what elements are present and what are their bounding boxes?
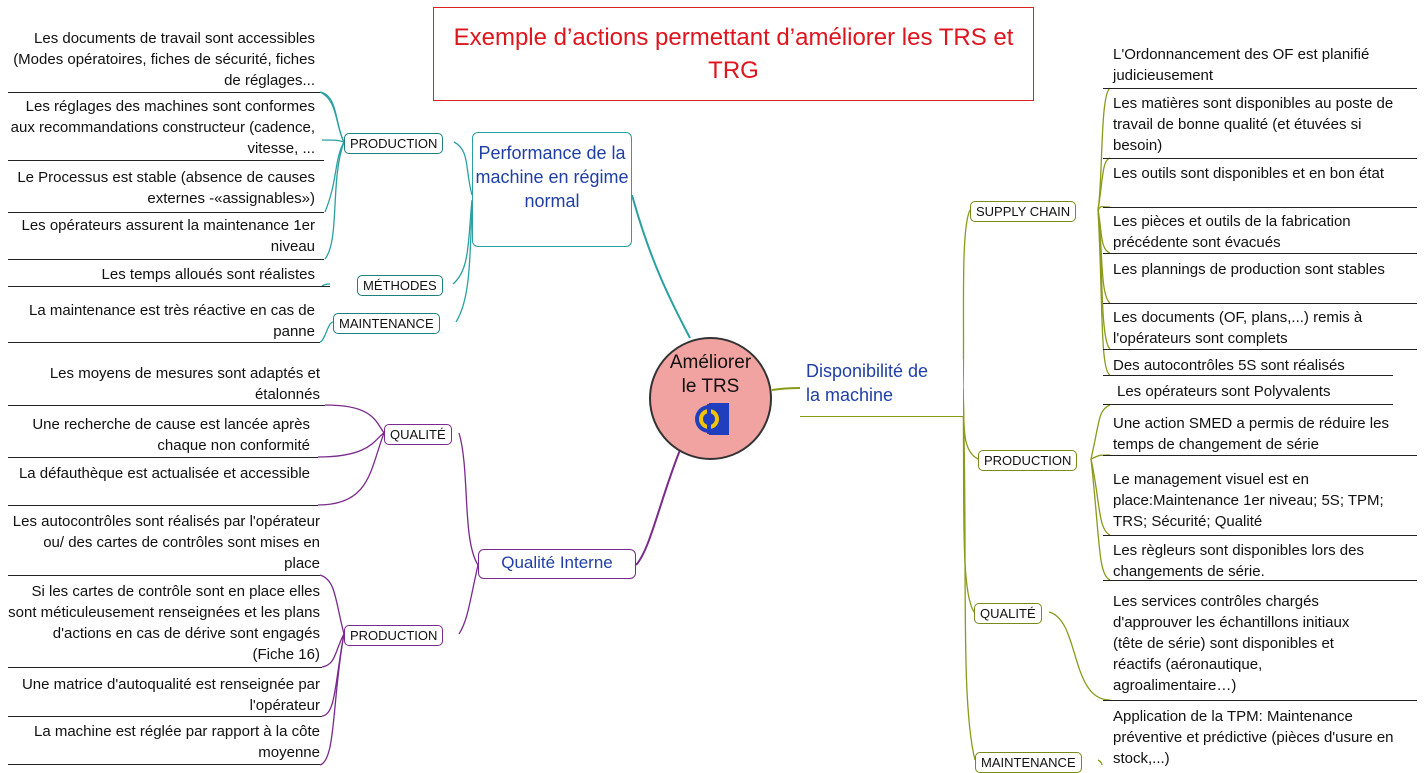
- list-item: Une recherche de cause est lancée après …: [32, 416, 310, 454]
- divider: [8, 764, 320, 765]
- branch-performance: Performance de la machine en régime norm…: [472, 132, 632, 247]
- category-label: SUPPLY CHAIN: [976, 204, 1071, 219]
- category-disponibilite-maintenance: MAINTENANCE: [975, 752, 1082, 773]
- divider: [1103, 207, 1417, 208]
- list-item: Les matières sont disponibles au poste d…: [1113, 95, 1394, 154]
- category-qualite-interne-qualite: QUALITÉ: [384, 424, 452, 445]
- divider: [1103, 455, 1417, 456]
- central-node-label: Améliorer le TRS: [651, 339, 770, 399]
- list-item: Les pièces et outils de la fabrication p…: [1113, 213, 1351, 251]
- category-label: MÉTHODES: [363, 278, 437, 293]
- list-item: La défauthèque est actualisée et accessi…: [18, 465, 310, 482]
- list-item: Les outils sont disponibles et en bon ét…: [1113, 165, 1385, 182]
- list-item: Une action SMED a permis de réduire les …: [1113, 415, 1389, 453]
- list-item: Les plannings de production sont stables: [1113, 261, 1385, 278]
- list-item: Une matrice d'autoqualité est renseignée…: [21, 676, 320, 714]
- branch-performance-label: Performance de la machine en régime norm…: [475, 143, 629, 211]
- divider: [8, 505, 318, 506]
- list-item: Les autocontrôles sont réalisés par l'op…: [12, 513, 320, 572]
- category-disponibilite-production: PRODUCTION: [978, 450, 1078, 471]
- central-node: Améliorer le TRS: [649, 337, 772, 460]
- divider: [8, 716, 322, 717]
- category-label: PRODUCTION: [984, 453, 1072, 468]
- list-item: Les opérateurs sont Polyvalents: [1117, 383, 1331, 400]
- list-item: Le management visuel est en place:Mainte…: [1113, 471, 1384, 530]
- list-item: Application de la TPM: Maintenance préve…: [1113, 708, 1394, 767]
- category-disponibilite-supply-chain: SUPPLY CHAIN: [970, 201, 1077, 222]
- divider: [8, 286, 330, 287]
- divider: [1103, 700, 1417, 701]
- branch-qualite-interne: Qualité Interne: [478, 549, 636, 579]
- list-item: Les réglages des machines sont conformes…: [10, 98, 315, 157]
- divider: [8, 92, 320, 93]
- list-item: Les règleurs sont disponibles lors des c…: [1113, 542, 1364, 580]
- list-item: Les documents de travail sont accessible…: [13, 30, 315, 89]
- list-item: Les opérateurs assurent la maintenance 1…: [21, 217, 315, 255]
- divider: [1103, 349, 1417, 350]
- divider: [8, 160, 324, 161]
- divider: [1103, 404, 1393, 405]
- divider: [8, 667, 322, 668]
- list-item: Les moyens de mesures sont adaptés et ét…: [49, 365, 320, 403]
- divider: [1103, 535, 1417, 536]
- category-performance-methodes: MÉTHODES: [357, 275, 443, 296]
- divider: [1103, 253, 1417, 254]
- category-label: PRODUCTION: [350, 628, 438, 643]
- divider: [8, 575, 320, 576]
- divider: [8, 212, 324, 213]
- branch-disponibilite: Disponibilité de la machine: [800, 359, 963, 417]
- tps-logo-icon: [694, 403, 729, 435]
- category-label: MAINTENANCE: [339, 316, 434, 331]
- divider: [8, 405, 325, 406]
- category-label: QUALITÉ: [980, 606, 1036, 621]
- divider: [1103, 580, 1417, 581]
- divider: [8, 259, 324, 260]
- list-item: Les temps alloués sont réalistes: [101, 266, 315, 283]
- divider: [8, 342, 320, 343]
- central-node-label-line2: le TRS: [681, 376, 740, 397]
- category-label: PRODUCTION: [350, 136, 438, 151]
- central-node-label-line1: Améliorer: [669, 352, 752, 373]
- list-item: Les documents (OF, plans,...) remis à l'…: [1113, 309, 1363, 347]
- list-item: La machine est réglée par rapport à la c…: [33, 723, 320, 761]
- diagram-title: Exemple d’actions permettant d’améliorer…: [433, 7, 1034, 101]
- list-item: Des autocontrôles 5S sont réalisés: [1113, 357, 1345, 374]
- divider: [1103, 158, 1417, 159]
- category-disponibilite-qualite: QUALITÉ: [974, 603, 1042, 624]
- category-label: QUALITÉ: [390, 427, 446, 442]
- list-item: Les services contrôles chargés d'approuv…: [1113, 593, 1350, 694]
- divider: [8, 457, 318, 458]
- divider: [1103, 303, 1417, 304]
- list-item: La maintenance est très réactive en cas …: [29, 302, 315, 340]
- list-item: Si les cartes de contrôle sont en place …: [8, 583, 320, 663]
- branch-disponibilite-label: Disponibilité de la machine: [806, 361, 929, 405]
- divider: [1103, 88, 1417, 89]
- category-performance-maintenance: MAINTENANCE: [333, 313, 440, 334]
- divider: [1103, 375, 1393, 376]
- branch-qualite-interne-label: Qualité Interne: [501, 553, 613, 572]
- category-label: MAINTENANCE: [981, 755, 1076, 770]
- list-item: L'Ordonnancement des OF est planifié jud…: [1113, 46, 1370, 84]
- list-item: Le Processus est stable (absence de caus…: [17, 169, 315, 207]
- category-performance-production: PRODUCTION: [344, 133, 444, 154]
- category-qualite-interne-production: PRODUCTION: [344, 625, 444, 646]
